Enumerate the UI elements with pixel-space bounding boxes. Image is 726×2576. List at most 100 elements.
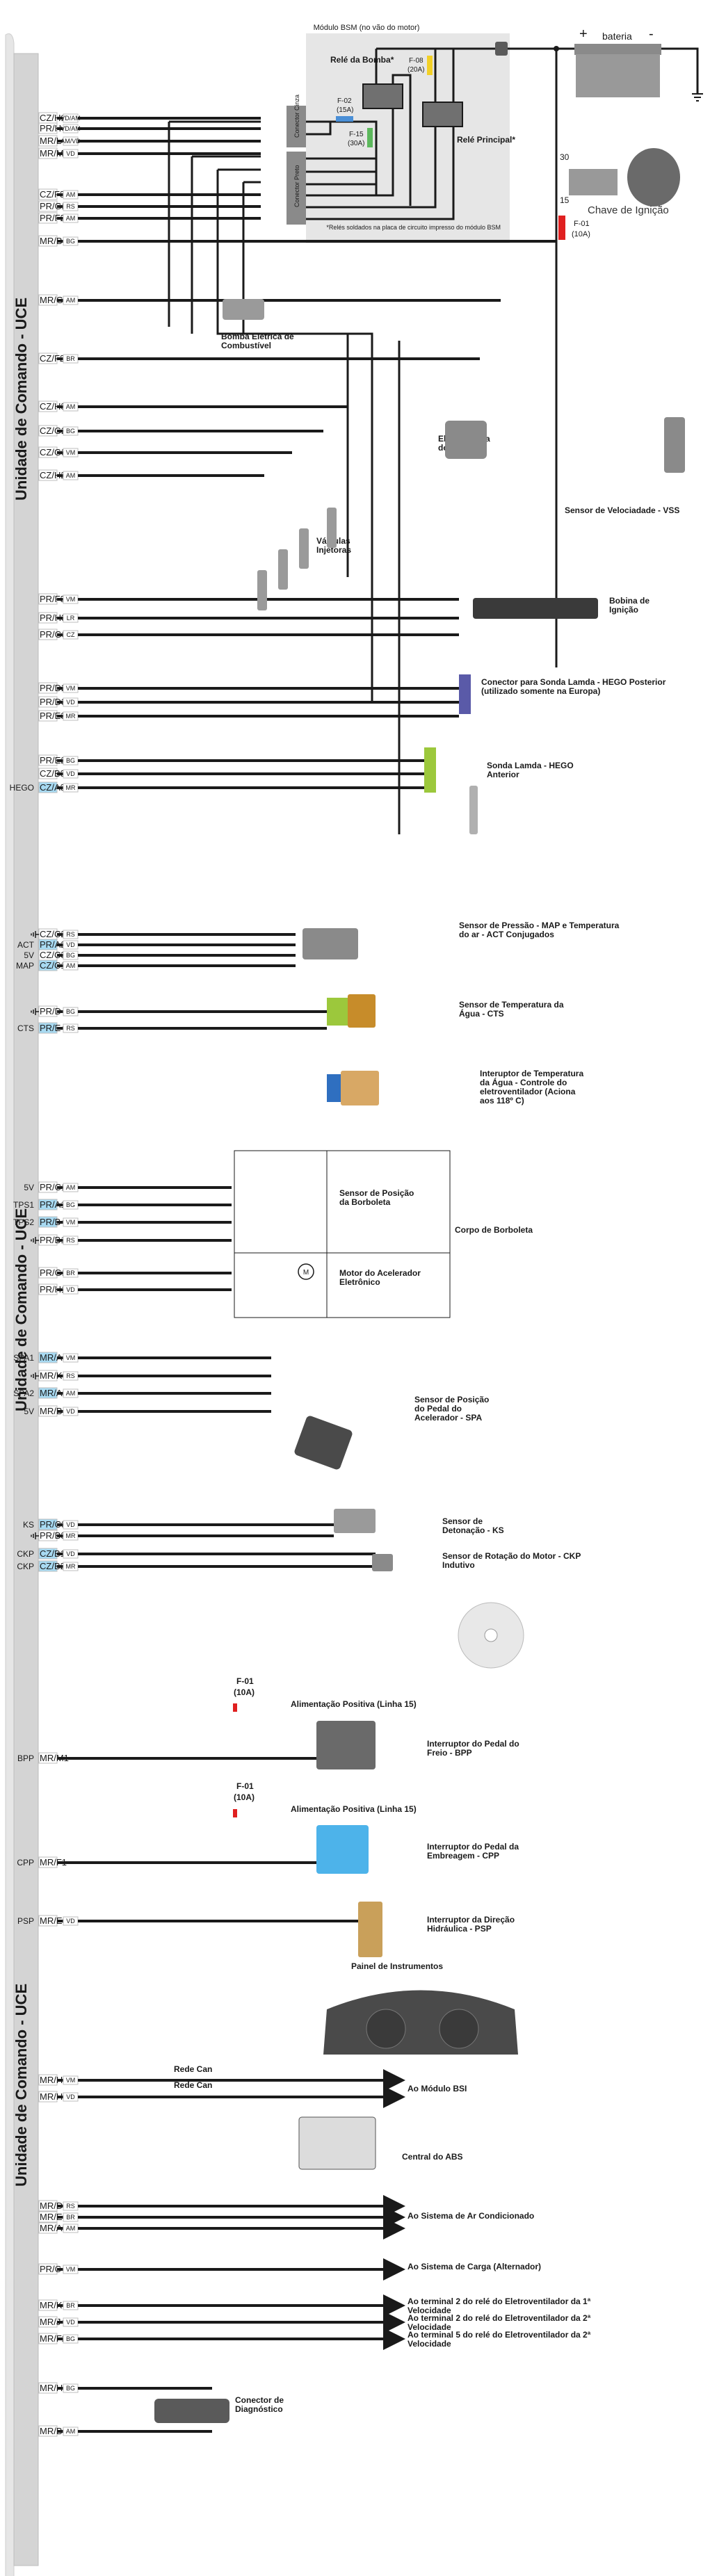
uce-title-3: Unidade de Comando - UCE <box>13 1984 30 2187</box>
pin-label: MR/G2 <box>40 295 68 305</box>
wire-color-label: VD/AM <box>60 115 81 122</box>
wire-color-label: AM <box>66 962 76 969</box>
pin-label: PR/D2 <box>40 683 66 693</box>
pin-label: PR/H1 <box>40 1284 66 1295</box>
fan1-label: Ao terminal 2 do relé do Eletroventilado… <box>408 2296 591 2315</box>
signal-label: HEGO <box>10 783 34 793</box>
wire-color-label: VD <box>66 1286 75 1293</box>
pin-label: PR/C4 <box>40 2264 66 2274</box>
fuse-f02-rating: (15A) <box>337 106 353 114</box>
pin-label: CZ/H2 <box>40 470 66 480</box>
fuse-f08: F-08 (20A) <box>408 56 433 75</box>
wire-color-label: MR <box>66 784 76 791</box>
bsm-module: Módulo BSM (no vão do motor) Conector Ci… <box>287 24 515 243</box>
pin-label: PR/H4 <box>40 123 66 133</box>
signal-label: SPA2 <box>13 1388 34 1398</box>
wire-color-label: AM <box>66 403 76 410</box>
abs-label: Central do ABS <box>402 2152 463 2162</box>
pin-label: CZ/C2 <box>40 929 66 939</box>
ground-icon <box>31 1237 39 1244</box>
wire-color-label: BG <box>66 1008 75 1015</box>
pin-label: MR/E3 <box>40 1915 67 1926</box>
bsi-label: Ao Módulo BSI <box>408 2084 467 2093</box>
fuel-pump-icon <box>223 299 264 320</box>
pin-label: PR/B4 <box>40 1217 66 1227</box>
signal-label: BPP <box>17 1753 34 1763</box>
key-icon <box>627 148 680 206</box>
battery: + bateria - <box>508 26 703 102</box>
bsm-title: Módulo BSM (no vão do motor) <box>314 24 420 32</box>
pin-label: MR/A1 <box>40 1352 67 1363</box>
grey-connector-label: Conector Cinza <box>293 95 300 138</box>
bpp-fuse-icon <box>233 1703 237 1712</box>
psp-switch-icon <box>358 1902 382 1957</box>
main-relay-label: Relé Principal* <box>457 135 515 145</box>
pin-label: PR/G1 <box>40 1267 67 1278</box>
wire-color-label: AM <box>66 191 76 198</box>
uce-title-1: Unidade de Comando - UCE <box>13 298 30 501</box>
wire-color-label: MR <box>66 1563 76 1570</box>
bpp-fuse-rating: (10A) <box>234 1687 255 1697</box>
pin-label: MR/K1 <box>40 1370 67 1381</box>
wire-color-label: AM <box>66 472 76 479</box>
ignition-switch: 30 15 Chave de Ignição F-01 (10A) <box>554 46 680 667</box>
ignition-label: Chave de Ignição <box>588 204 669 216</box>
can-label-2: Rede Can <box>174 2080 212 2090</box>
fuse-f15-id: F-15 <box>349 131 364 138</box>
wire-color-label: BG <box>66 952 75 959</box>
pin-label: PR/C1 <box>40 1182 66 1192</box>
fuse-f08-id: F-08 <box>409 57 424 65</box>
pin-label: PR/E3 <box>40 711 66 721</box>
vss-icon <box>664 417 685 473</box>
bsm-note: *Relés soldados na placa de circuito imp… <box>326 224 501 231</box>
pin-label: MR/K4 <box>40 2300 67 2310</box>
fan3-label: Ao terminal 5 do relé do Eletroventilado… <box>408 2330 591 2349</box>
pin-label: PR/G3 <box>40 629 67 640</box>
pump-relay <box>362 83 403 109</box>
map-sensor-icon <box>302 928 358 959</box>
motor-icon <box>298 1263 314 1280</box>
wire-color-label: AM <box>66 1390 76 1397</box>
battery-label: bateria <box>602 31 632 42</box>
ground-icon <box>31 1532 39 1539</box>
pin-label: MR/B3 <box>40 2426 67 2436</box>
cpp-fuse-icon <box>233 1809 237 1817</box>
pin-label: CZ/C3 <box>40 950 66 960</box>
wire-color-label: VM <box>66 1354 76 1361</box>
fuse-f15-rating: (30A) <box>348 140 364 147</box>
wire-color-label: VD/AM <box>60 125 81 132</box>
wire-color-label: BG <box>66 428 75 435</box>
pump-relay-label: Relé da Bomba* <box>330 55 394 65</box>
pin-label: CZ/B3 <box>40 768 65 779</box>
fuse-f01 <box>558 216 565 240</box>
wire-color-label: VM <box>66 2266 76 2273</box>
obd-connector-icon <box>154 2399 229 2423</box>
component-labels: Bomba Elétrica deCombustívelEletroválvul… <box>174 332 679 2414</box>
pin-label: MR/F1 <box>40 1857 67 1868</box>
pin-label: PR/H3 <box>40 613 66 623</box>
